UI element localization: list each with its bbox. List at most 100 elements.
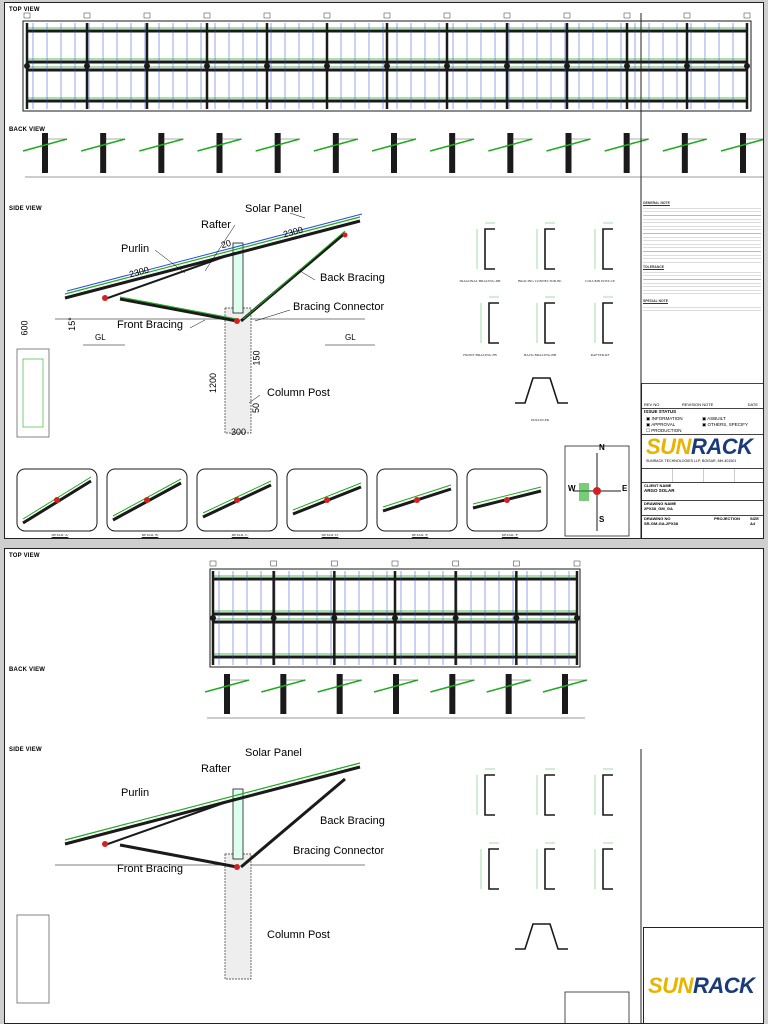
column-mark	[452, 615, 459, 621]
column-mark	[574, 615, 580, 621]
label-rafter-2: Rafter	[201, 763, 231, 775]
sunrack-logo-2: SUNRACK	[648, 973, 755, 998]
detail-frame	[196, 468, 278, 532]
grid-tag	[209, 560, 217, 567]
column-post	[449, 133, 456, 173]
profile-caption: FRONT BRACING-FB	[463, 353, 497, 357]
grid-tag	[503, 12, 511, 19]
detail-frame	[466, 468, 548, 532]
profile-caption: RAFTER-RF	[590, 353, 610, 357]
rafter-slope	[430, 679, 475, 693]
bolt-mark	[234, 497, 240, 503]
c-channel-profile	[488, 302, 499, 344]
column-post	[42, 133, 48, 173]
profile-caption: BRACING CONNECTOR-BC	[518, 279, 562, 283]
c-channel-profile	[544, 302, 555, 344]
detail-callouts	[16, 468, 548, 532]
label-bracing-connector-2: Bracing Connector	[293, 845, 385, 857]
column-mark	[564, 63, 570, 69]
grid-tag	[331, 560, 338, 567]
column-mark	[144, 63, 150, 69]
grid-tag	[683, 12, 691, 19]
grid-tag	[23, 12, 31, 19]
dim-15-deg: 15°	[66, 317, 77, 331]
back-view-title: BACK VIEW	[9, 127, 46, 133]
column-post	[562, 674, 568, 714]
status-information: INFORMATION	[651, 416, 683, 421]
column-mark	[392, 615, 398, 621]
detail-member-edge	[292, 482, 362, 511]
label-purlin: Purlin	[121, 243, 150, 255]
issue-status-label: ISSUE STATUS	[644, 409, 677, 414]
rafter-slope	[542, 679, 588, 693]
column-mark	[84, 63, 90, 69]
detail-caption: DETAIL 'D'	[321, 533, 339, 537]
side-view-title-2: SIDE VIEW	[9, 747, 42, 753]
profile-caption: BACK BRACING-BB	[523, 353, 557, 357]
column-post	[280, 674, 287, 714]
compass-e: E	[622, 484, 628, 493]
column-post	[274, 133, 281, 173]
label-bracing-connector: Bracing Connector	[293, 301, 385, 313]
grid-tag	[563, 12, 571, 19]
date-header: DATE	[747, 402, 758, 407]
top-view-title-2: TOP VIEW	[9, 553, 40, 559]
detail-member-edge	[382, 484, 452, 508]
column-mark	[513, 615, 520, 621]
special-note-heading: SPECIAL NOTE	[643, 299, 668, 304]
dim-50: 50	[251, 402, 262, 414]
top-view-plan	[22, 12, 752, 112]
rafter-slope	[317, 679, 362, 693]
column-mark	[270, 615, 277, 621]
rafter-slope	[139, 138, 184, 152]
label-front-bracing-2: Front Bracing	[117, 863, 184, 875]
c-channel-profile	[484, 228, 495, 270]
rafter-slope	[204, 679, 250, 693]
c-channel-profile	[484, 774, 495, 816]
c-channel-profile	[602, 774, 613, 816]
column-mark	[324, 63, 330, 69]
back-view-title-2: BACK VIEW	[9, 667, 46, 673]
column-mark	[204, 63, 210, 69]
column-post	[393, 674, 399, 714]
drawing-sheet-1: TOP VIEW BACK VIEW SIDE VIEW Solar Panel…	[4, 2, 764, 539]
status-asbuilt: ASBUILT	[707, 416, 726, 421]
rafter-slope	[488, 138, 533, 152]
notes-panel: GENERAL NOTE TOLERANCE SPECIAL NOTE	[643, 199, 761, 314]
column-post	[505, 674, 512, 714]
back-view-elevation	[22, 133, 763, 178]
rev-no-header: REV NO	[644, 402, 660, 407]
column-post	[158, 133, 165, 173]
column-mark	[331, 615, 338, 621]
c-channel-profile	[602, 228, 613, 270]
column-post	[565, 133, 572, 173]
column-post	[332, 133, 339, 173]
profile-sections	[476, 222, 613, 404]
grid-tag	[573, 560, 581, 567]
rafter-slope	[373, 679, 419, 693]
profile-caption: COLUMN POST-CP	[585, 279, 615, 283]
detail-caption: DETAIL 'F'	[501, 533, 519, 537]
grid-tag	[513, 560, 520, 567]
column-mark	[444, 63, 450, 69]
column-post	[623, 133, 630, 173]
grid-tag	[391, 560, 399, 567]
column-mark	[684, 63, 690, 69]
c-channel-profile	[544, 774, 555, 816]
column-post	[224, 674, 230, 714]
hat-purlin-profile	[515, 923, 568, 950]
c-channel-profile	[488, 848, 499, 890]
compass-s: S	[599, 515, 605, 524]
side-view-title: SIDE VIEW	[9, 206, 42, 212]
bolt-mark	[144, 497, 150, 503]
c-channel-profile	[544, 228, 555, 270]
rafter-slope	[80, 138, 126, 152]
detail-frame	[376, 468, 458, 532]
drawing-canvas	[16, 12, 763, 538]
label-solar-panel: Solar Panel	[245, 203, 302, 215]
rafter-slope	[313, 138, 359, 152]
detail-frame	[16, 468, 98, 532]
rev-note-header: REVISION NOTE	[682, 402, 714, 407]
grid-tag	[203, 12, 211, 19]
bolt-mark	[324, 497, 330, 503]
